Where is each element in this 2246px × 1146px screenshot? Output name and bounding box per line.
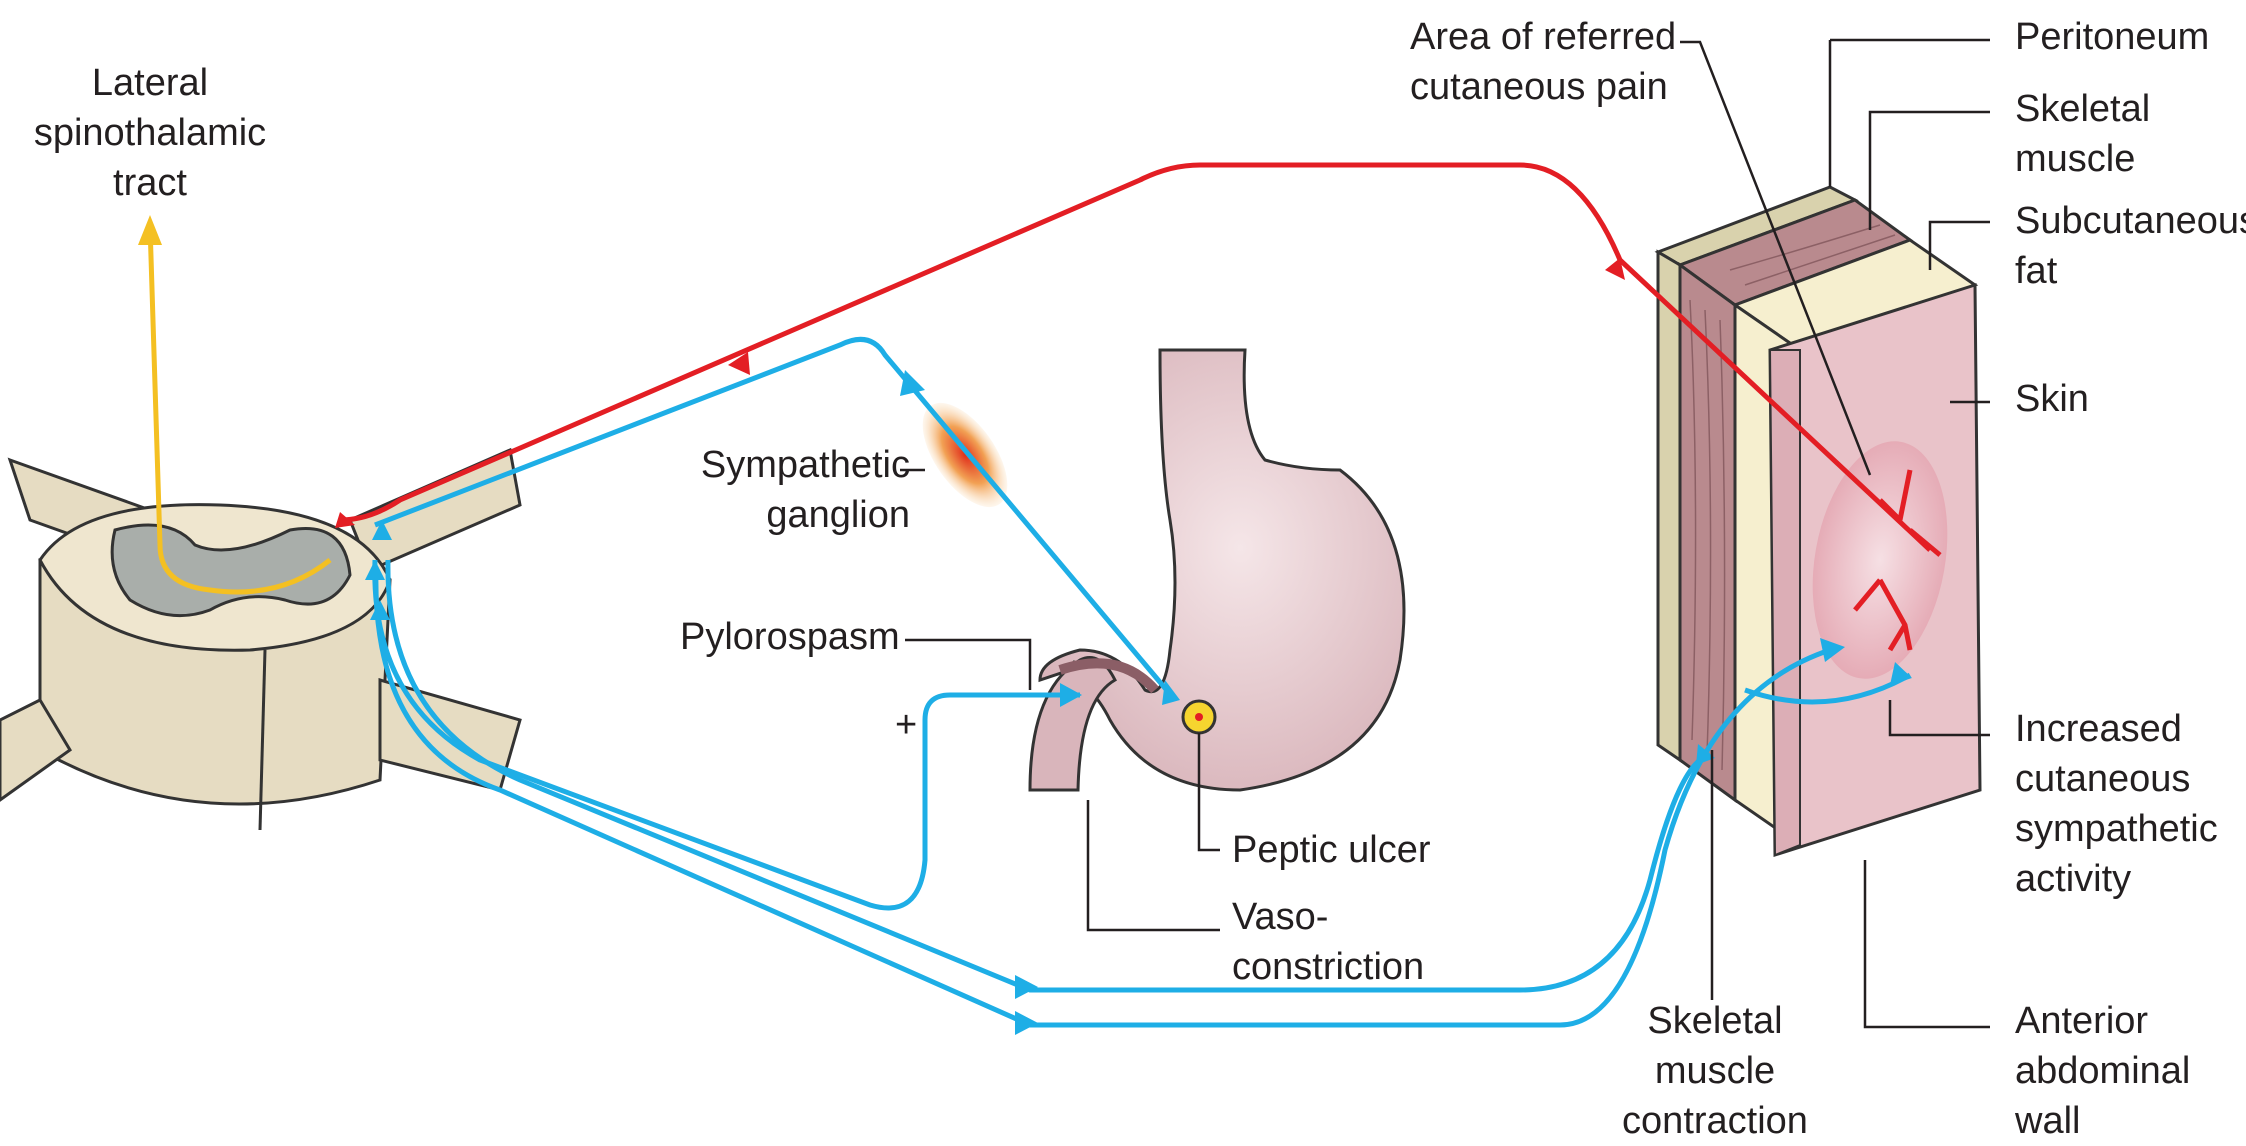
pylorospasm-label: Pylorospasm (680, 612, 900, 662)
label-line: sympathetic (2015, 804, 2218, 854)
spinal-cord-segment (0, 450, 520, 830)
lateral-spinothalamic-tract-label: Lateral spinothalamic tract (20, 58, 280, 208)
label-line: cutaneous (2015, 754, 2218, 804)
label-line: Increased (2015, 704, 2218, 754)
label-line: fat (2015, 246, 2246, 296)
label-line: Vaso- (1232, 892, 1424, 942)
subcutaneous-fat-label: Subcutaneous fat (2015, 196, 2246, 296)
label-line: constriction (1232, 942, 1424, 992)
label-line: contraction (1600, 1096, 1830, 1146)
label-line: Area of referred (1410, 12, 1676, 62)
plus-sign: + (895, 700, 917, 750)
label-line: tract (20, 158, 280, 208)
increased-sympathetic-activity-label: Increased cutaneous sympathetic activity (2015, 704, 2218, 904)
dorsal-root-right (350, 450, 520, 570)
label-line: cutaneous pain (1410, 62, 1676, 112)
label-line: Skeletal (2015, 84, 2150, 134)
label-line: muscle (1600, 1046, 1830, 1096)
label-line: spinothalamic (20, 108, 280, 158)
label-line: Sympathetic (680, 440, 910, 490)
label-line: ganglion (680, 490, 910, 540)
label-line: wall (2015, 1096, 2190, 1146)
label-line: activity (2015, 854, 2218, 904)
label-line: abdominal (2015, 1046, 2190, 1096)
label-line: Lateral (20, 58, 280, 108)
label-line: Anterior (2015, 996, 2190, 1046)
sympathetic-ganglion-label: Sympathetic ganglion (680, 440, 910, 540)
lateral-tract-arrowhead (138, 215, 162, 245)
stomach-body (1040, 350, 1404, 790)
vasoconstriction-label: Vaso- constriction (1232, 892, 1424, 992)
peritoneum-side (1658, 252, 1680, 760)
stomach (1030, 350, 1404, 790)
label-line: Skeletal (1600, 996, 1830, 1046)
peritoneum-label: Peritoneum (2015, 12, 2209, 62)
skeletal-muscle-contraction-label: Skeletal muscle contraction (1600, 996, 1830, 1146)
peptic-ulcer-label: Peptic ulcer (1232, 825, 1431, 875)
anterior-abdominal-wall-label: Anterior abdominal wall (2015, 996, 2190, 1146)
skeletal-muscle-label: Skeletal muscle (2015, 84, 2150, 184)
label-line: Subcutaneous (2015, 196, 2246, 246)
skin-label: Skin (2015, 374, 2089, 424)
area-referred-pain-label: Area of referred cutaneous pain (1410, 12, 1676, 112)
label-line: muscle (2015, 134, 2150, 184)
